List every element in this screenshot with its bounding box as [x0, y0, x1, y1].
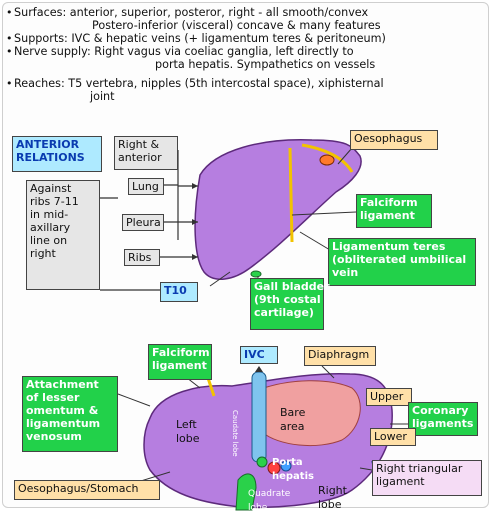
ligamentum-teres-label: Ligamentum teres (obliterated umbilical … [328, 238, 476, 286]
lesser-omentum-label: Attachment of lesser omentum & ligamentu… [22, 376, 118, 452]
bare-area [252, 381, 360, 446]
quadrate-lobe-label: Quadrate lobe [248, 488, 290, 512]
porta-hepatis-label: Porta hepatis [272, 456, 314, 483]
ribs-box: Ribs [124, 249, 160, 266]
diaphragm-label: Diaphragm [304, 346, 376, 366]
pleura-box: Pleura [122, 214, 164, 231]
t10-label: T10 [160, 282, 198, 302]
coronary-ligaments-label: Coronary ligaments [408, 402, 478, 436]
left-lobe-label: Left lobe [176, 418, 200, 445]
oesophagus-stomach-label: Oesophagus/Stomach [14, 480, 160, 500]
oesophagus-label: Oesophagus [350, 130, 438, 150]
anterior-relations-box: ANTERIOR RELATIONS [12, 136, 102, 172]
right-anterior-box: Right & anterior [114, 136, 178, 170]
lung-box: Lung [128, 178, 164, 195]
right-lobe-label: Right lobe [318, 484, 347, 511]
bare-area-label: Bare area [280, 406, 305, 433]
falciform-line [290, 148, 292, 242]
falciform-label-lower: Falciform ligament [148, 344, 212, 380]
porta-hepatis-vessel [257, 457, 267, 467]
against-ribs-box: Against ribs 7-11 in mid- axillary line … [26, 180, 100, 290]
ivc-vessel [252, 372, 266, 462]
gall-bladder-label: Gall bladder (9th costal cartilage) [250, 278, 324, 330]
caudate-lobe-label: Caudate lobe [231, 410, 238, 457]
lower-label: Lower [370, 428, 416, 446]
oesophagus-mark [320, 155, 334, 165]
right-triangular-ligament-label: Right triangular ligament [372, 460, 482, 496]
gall-bladder-tip [251, 271, 261, 277]
falciform-label-upper: Falciform ligament [356, 194, 432, 228]
ivc-label: IVC [240, 346, 278, 364]
upper-label: Upper [366, 388, 412, 406]
